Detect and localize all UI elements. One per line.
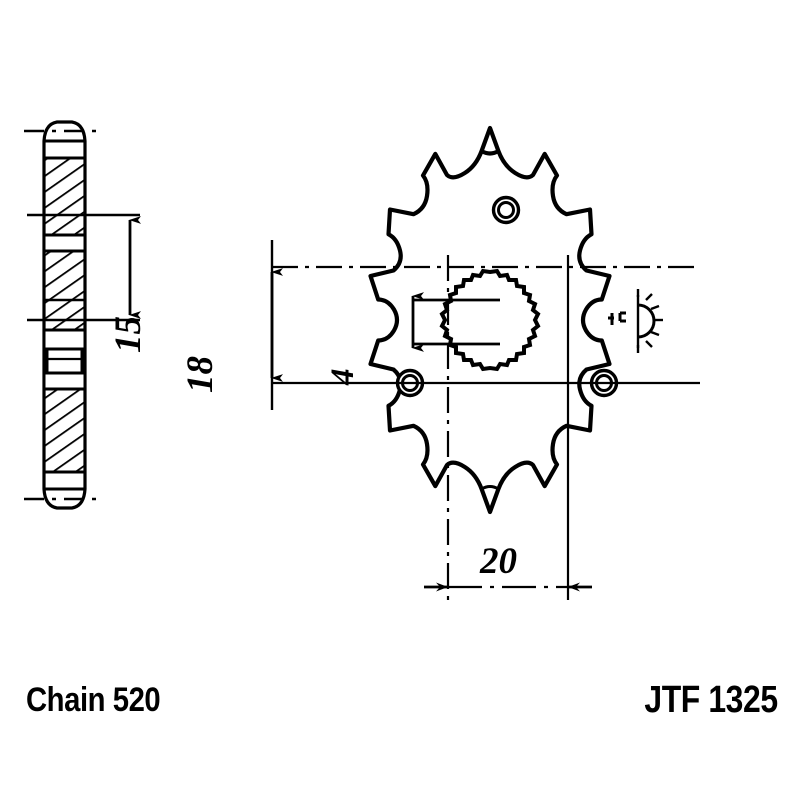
- tooth-tip-chamfers: [369, 149, 611, 491]
- dimension-20-leader: [424, 582, 592, 592]
- side-view-hub-bands: [42, 233, 87, 391]
- side-view-centerlines: [24, 129, 104, 501]
- dimension-4-leader: [411, 292, 500, 352]
- sunburst-finish-symbol: [608, 289, 663, 353]
- bolt-hole-top: [491, 195, 521, 225]
- splined-center-bore: [439, 268, 541, 372]
- front-view: [270, 125, 700, 600]
- front-view-centerlines: [272, 255, 700, 600]
- side-view-section-hatching: [42, 156, 87, 474]
- dimension-15-leader: [27, 213, 141, 322]
- side-section-view: [24, 120, 141, 510]
- side-view-chamfers: [44, 139, 85, 491]
